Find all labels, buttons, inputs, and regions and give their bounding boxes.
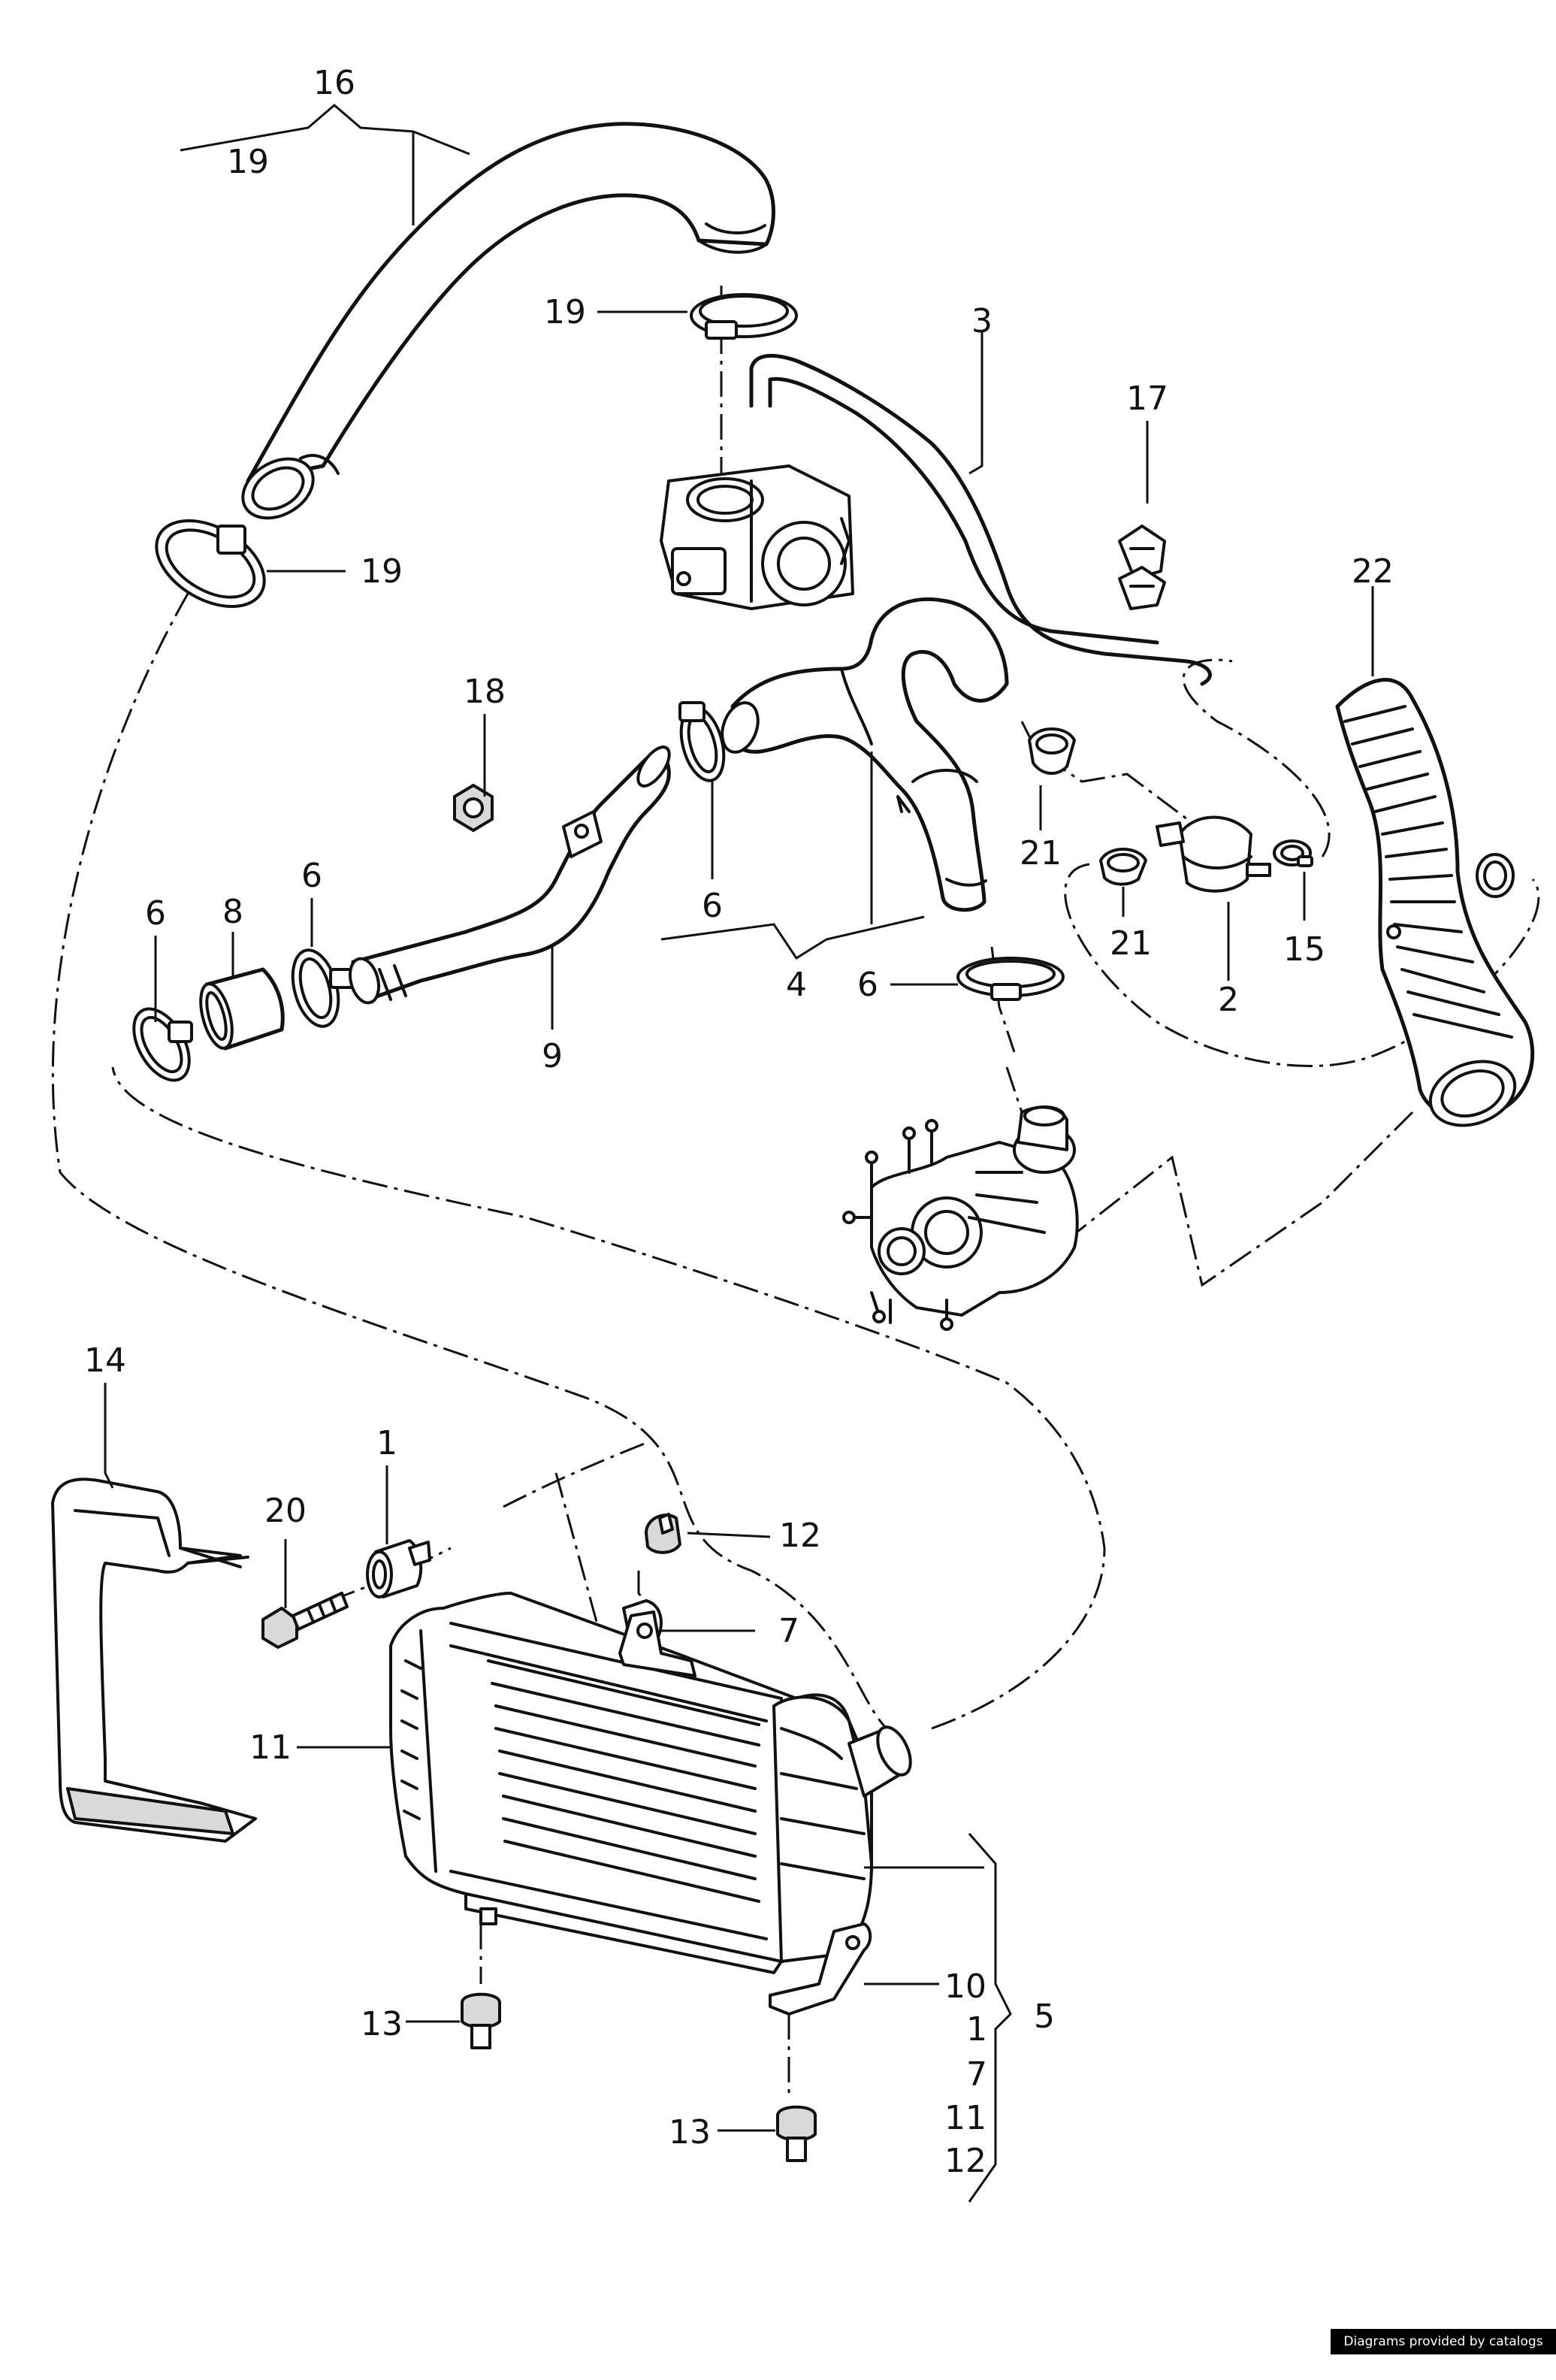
callout-21-lower: 21 <box>1110 924 1152 963</box>
hose-clamp-21-lower[interactable] <box>1101 849 1146 885</box>
group5-member-10: 10 <box>944 1967 986 2006</box>
nut-18[interactable] <box>455 785 492 830</box>
callout-11: 11 <box>249 1728 292 1767</box>
hose-clamp-19-upper[interactable] <box>691 295 796 338</box>
callout-14: 14 <box>84 1341 126 1380</box>
turbocharger[interactable] <box>844 1107 1077 1329</box>
hose-clamp-6-left-b[interactable] <box>122 999 201 1090</box>
callout-9: 9 <box>542 1037 563 1075</box>
callout-19-top: 19 <box>227 143 269 181</box>
callout-3: 3 <box>971 302 993 340</box>
callout-13-right: 13 <box>669 2113 711 2152</box>
hose-16[interactable] <box>232 124 773 531</box>
connector-sleeve-8[interactable] <box>195 969 282 1051</box>
hose-clamp-15[interactable] <box>1274 841 1312 866</box>
intake-hose-22[interactable] <box>1337 680 1533 1137</box>
group5-member-12: 12 <box>944 2142 986 2180</box>
group5-member-1: 1 <box>966 2010 987 2049</box>
hose-clamp-6-left-a[interactable] <box>285 945 353 1032</box>
heat-shield-14[interactable] <box>53 1479 255 1841</box>
callout-6-left-b: 6 <box>301 857 322 895</box>
callout-8: 8 <box>222 893 243 931</box>
group5-member-7: 7 <box>966 2055 987 2094</box>
bolt-13-right[interactable] <box>778 2107 815 2161</box>
throttle-body[interactable] <box>661 466 853 609</box>
group5-member-11: 11 <box>944 2099 986 2137</box>
bolt-20[interactable] <box>263 1593 347 1647</box>
callout-19-left: 19 <box>361 552 403 591</box>
hose-clamp-21-upper[interactable] <box>1029 729 1074 773</box>
diagram-credit: Diagrams provided by catalogs parts <box>1331 2329 1556 2354</box>
callout-19-mid: 19 <box>544 293 586 331</box>
charge-pipe-9[interactable] <box>346 742 675 1006</box>
hose-clamp-6-center[interactable] <box>674 703 731 785</box>
callout-5: 5 <box>1034 1997 1055 2036</box>
callout-4: 4 <box>786 966 807 1004</box>
hose-clamp-19-left[interactable] <box>141 503 279 624</box>
callout-15: 15 <box>1283 930 1325 969</box>
callout-13-left: 13 <box>361 2005 403 2043</box>
clip-17[interactable] <box>1119 526 1165 609</box>
callout-21-upper: 21 <box>1020 834 1062 872</box>
spacer-1[interactable] <box>367 1541 430 1597</box>
callout-6-center: 6 <box>702 887 723 925</box>
callout-16: 16 <box>313 64 355 102</box>
callout-12: 12 <box>779 1517 821 1555</box>
bolt-13-left[interactable] <box>462 1994 500 2048</box>
callout-7: 7 <box>778 1612 799 1650</box>
callout-20: 20 <box>264 1492 307 1530</box>
callout-2: 2 <box>1218 981 1239 1019</box>
callout-22: 22 <box>1352 552 1394 591</box>
callout-1: 1 <box>376 1424 397 1462</box>
diverter-valve-2[interactable] <box>1157 818 1270 891</box>
rubber-cap-12[interactable] <box>646 1514 680 1553</box>
callout-18: 18 <box>464 673 506 711</box>
callout-17: 17 <box>1126 380 1168 418</box>
hose-clamp-6-right[interactable] <box>958 958 1063 999</box>
callout-6-left-a: 6 <box>145 894 166 933</box>
hose-4[interactable] <box>716 599 1007 909</box>
callout-6-right: 6 <box>857 966 878 1004</box>
